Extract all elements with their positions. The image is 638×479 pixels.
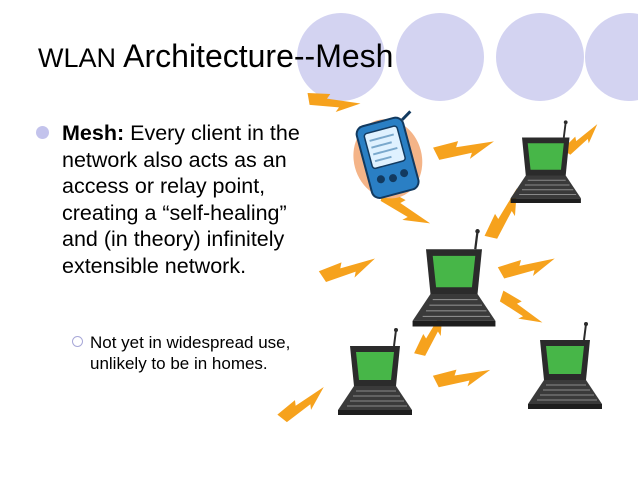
decorative-circles <box>297 13 638 101</box>
laptop-icon <box>509 119 582 205</box>
lightning-bolt-icon <box>432 366 492 390</box>
lightning-bolt-icon <box>432 138 496 162</box>
laptop-icon <box>527 321 603 410</box>
decor-circle <box>496 13 584 101</box>
lightning-bolt-icon <box>497 255 557 281</box>
slide-title-main: Architecture--Mesh <box>116 38 394 74</box>
main-bullet: Mesh: Every client in the network also a… <box>36 120 316 279</box>
main-bullet-text: Mesh: Every client in the network also a… <box>62 120 316 279</box>
slide-title-prefix: WLAN <box>38 43 117 73</box>
main-bullet-lead: Mesh: <box>62 121 125 145</box>
decor-circle <box>396 13 484 101</box>
main-bullet-body: Every client in the network also acts as… <box>62 121 300 278</box>
lightning-bolt-icon <box>275 384 331 426</box>
sub-bullet: Not yet in widespread use, unlikely to b… <box>72 332 302 374</box>
pda-device-icon <box>353 110 423 199</box>
slide-title: WLAN Architecture--Mesh <box>38 38 393 75</box>
laptop-icon <box>337 327 413 416</box>
sub-bullet-marker <box>72 336 83 347</box>
lightning-bolt-icon <box>317 255 379 285</box>
lightning-bolt-icon <box>304 89 362 117</box>
laptop-icon <box>411 227 497 328</box>
sub-bullet-text: Not yet in widespread use, unlikely to b… <box>90 333 291 373</box>
bullet-marker <box>36 126 49 139</box>
decor-circle <box>297 13 385 101</box>
lightning-bolt-icon <box>495 287 545 333</box>
decor-circle <box>585 13 638 101</box>
